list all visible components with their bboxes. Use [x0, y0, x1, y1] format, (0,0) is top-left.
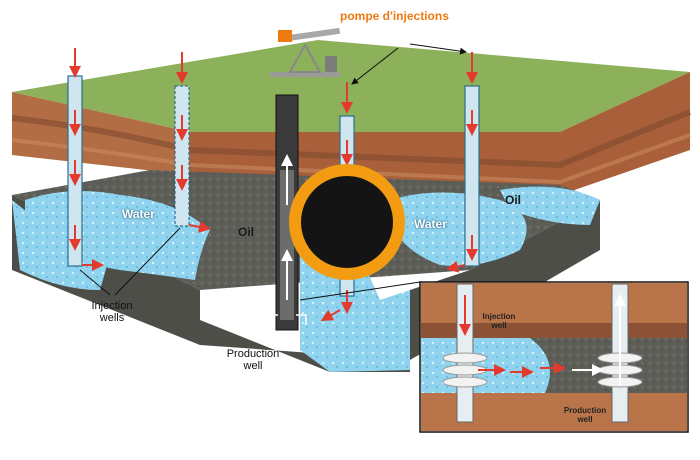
inset-production-label-line2: well	[577, 415, 593, 424]
injection-well-4	[446, 52, 480, 273]
production-well	[267, 94, 307, 331]
production-well-label: Production well	[218, 348, 288, 372]
soil-strata-line-2	[11, 133, 691, 185]
injection-well-1	[67, 48, 104, 271]
production-well-label-line2: well	[243, 360, 263, 372]
injection-wells-label-line2: wells	[99, 312, 125, 324]
inset-production-label: Production well	[558, 406, 612, 424]
oil-label-right: Oil	[505, 193, 522, 207]
inset-connector	[299, 281, 421, 301]
injection-wells-label: Injection wells	[82, 300, 142, 324]
water-pocket-far-right	[500, 186, 600, 225]
injection-wells-label-line1: Injection	[91, 300, 133, 312]
injection-wells-pointer-2	[114, 227, 181, 296]
inset-injection-label-line1: Injection	[482, 312, 516, 321]
highlight-ring	[289, 164, 405, 280]
pump-callout-line-2	[351, 47, 399, 85]
water-pocket-right	[390, 192, 527, 266]
soil-strata-line	[11, 109, 692, 169]
inset-production-label-line1: Production	[563, 406, 607, 415]
water-label-left: Water	[122, 207, 155, 221]
production-well-label-line1: Production	[226, 348, 280, 360]
inset-injection-label: Injection well	[474, 312, 524, 330]
water-label-right: Water	[414, 217, 447, 231]
inset-detail	[419, 281, 689, 433]
pump-jack	[270, 27, 341, 77]
water-pocket-center	[300, 246, 410, 372]
pump-callout-line	[409, 43, 467, 55]
pump-label: pompe d'injections	[340, 9, 449, 23]
water-pocket-front	[12, 200, 110, 290]
oil-label-center: Oil	[238, 225, 255, 239]
inset-injection-label-line2: well	[491, 321, 507, 330]
injection-well-2	[174, 52, 211, 233]
injection-wells-pointer	[79, 269, 111, 296]
